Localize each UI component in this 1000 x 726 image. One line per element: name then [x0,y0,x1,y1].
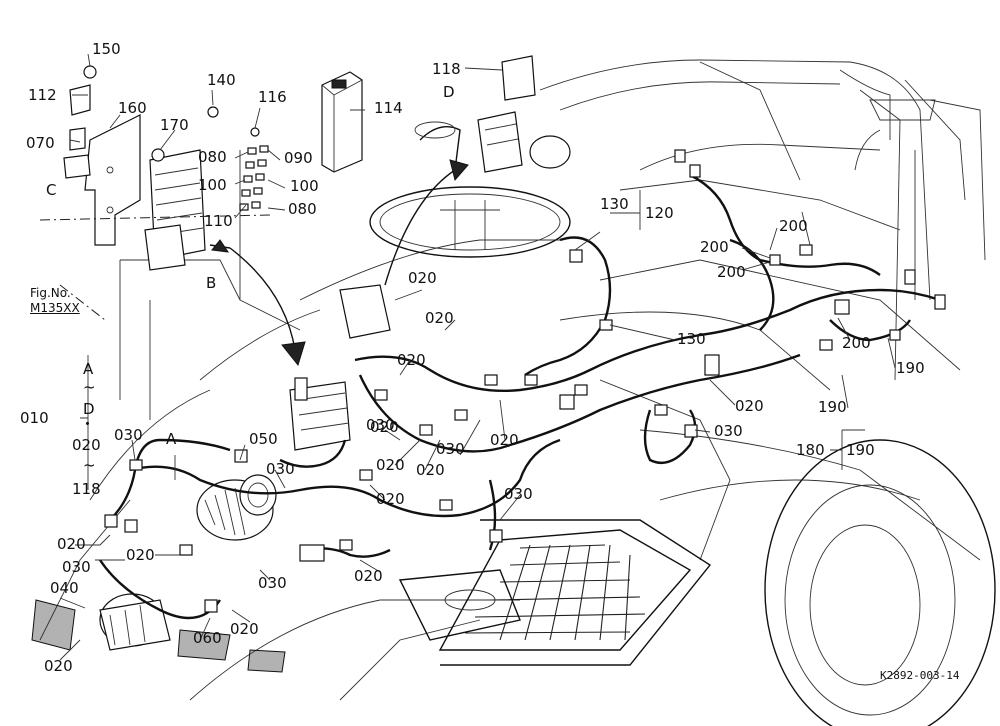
callout-050: 050 [249,430,278,448]
callout-040: 040 [50,579,79,597]
callout-060: 060 [193,629,222,647]
drawing-number: K2892-003-14 [880,669,960,682]
callout-020-2: 020 [425,309,454,327]
tractor-body-outline [39,59,986,701]
callout-030-8: 030 [258,574,287,592]
range-mid2: 020 [72,436,101,454]
range-tilde1: ~ [83,378,96,396]
callout-020-10: 020 [57,535,86,553]
letter-d: D [443,83,455,101]
relay-unit [321,71,363,173]
callout-100b: 100 [290,177,319,195]
rear-wheel [764,439,996,726]
pointer-arrows [209,159,469,367]
letter-c: C [46,181,57,199]
callout-130b: 130 [677,330,706,348]
callout-030-1: 030 [366,416,395,434]
callout-030-6: 030 [266,460,295,478]
letter-a: A [166,430,177,448]
callout-114: 114 [374,99,403,117]
callout-120: 120 [645,204,674,222]
callout-020-3: 020 [397,351,426,369]
range-dot: ・ [80,415,96,433]
fuse-box-bracket [84,114,206,271]
starter-motor [99,593,171,651]
callout-020-7: 020 [735,397,764,415]
callout-170: 170 [160,116,189,134]
callout-020-4: 020 [376,456,405,474]
callout-020-14: 020 [370,418,399,436]
callout-090: 090 [284,149,313,167]
dash-fuse-box [289,284,391,451]
range-mid: D [83,400,95,418]
callout-118: 118 [432,60,461,78]
callout-030-2: 030 [436,440,465,458]
callout-020-12: 020 [230,620,259,638]
callout-020-13: 020 [44,657,73,675]
callout-030-7: 030 [62,558,91,576]
callout-112: 112 [28,86,57,104]
figure-ref-line2: M135XX [30,301,80,315]
callout-116: 116 [258,88,287,106]
harness-connectors [104,149,946,613]
small-parts [63,65,269,211]
callout-200b: 200 [700,238,729,256]
range-end: 118 [72,480,101,498]
harness-wires [99,173,941,620]
detail-outline [39,214,271,321]
steering-wheel [369,121,571,258]
callout-150: 150 [92,40,121,58]
front-grille [31,599,286,673]
callout-200d: 200 [842,334,871,352]
alternator [196,474,277,541]
callout-080b: 080 [288,200,317,218]
callout-200a: 200 [779,217,808,235]
callout-190a: 190 [896,359,925,377]
callout-190c: 190 [846,441,875,459]
callout-180: 180 [796,441,825,459]
switch-unit [477,55,571,173]
callout-030-5: 030 [114,426,143,444]
callout-200c: 200 [717,263,746,281]
callout-190b: 190 [818,398,847,416]
range-code: 010 [20,409,49,427]
callout-070: 070 [26,134,55,152]
callout-030-3: 030 [714,422,743,440]
leader-lines [59,53,896,661]
callout-020-11: 020 [126,546,155,564]
callout-020-6: 020 [490,431,519,449]
callout-020-8: 020 [376,490,405,508]
letter-b: B [206,274,217,292]
figure-ref-line1: Fig.No. [30,286,71,300]
callout-080a: 080 [198,148,227,166]
floor-step [398,519,712,666]
callout-140: 140 [207,71,236,89]
callout-020-1: 020 [408,269,437,287]
callout-020-5: 020 [416,461,445,479]
callout-160: 160 [118,99,147,117]
callout-130a: 130 [600,195,629,213]
callout-020-9: 020 [354,567,383,585]
range-tilde2: ~ [83,456,96,474]
callout-100a: 100 [198,176,227,194]
range-start: A [83,360,94,378]
callout-030-4: 030 [504,485,533,503]
callout-110: 110 [204,212,233,230]
